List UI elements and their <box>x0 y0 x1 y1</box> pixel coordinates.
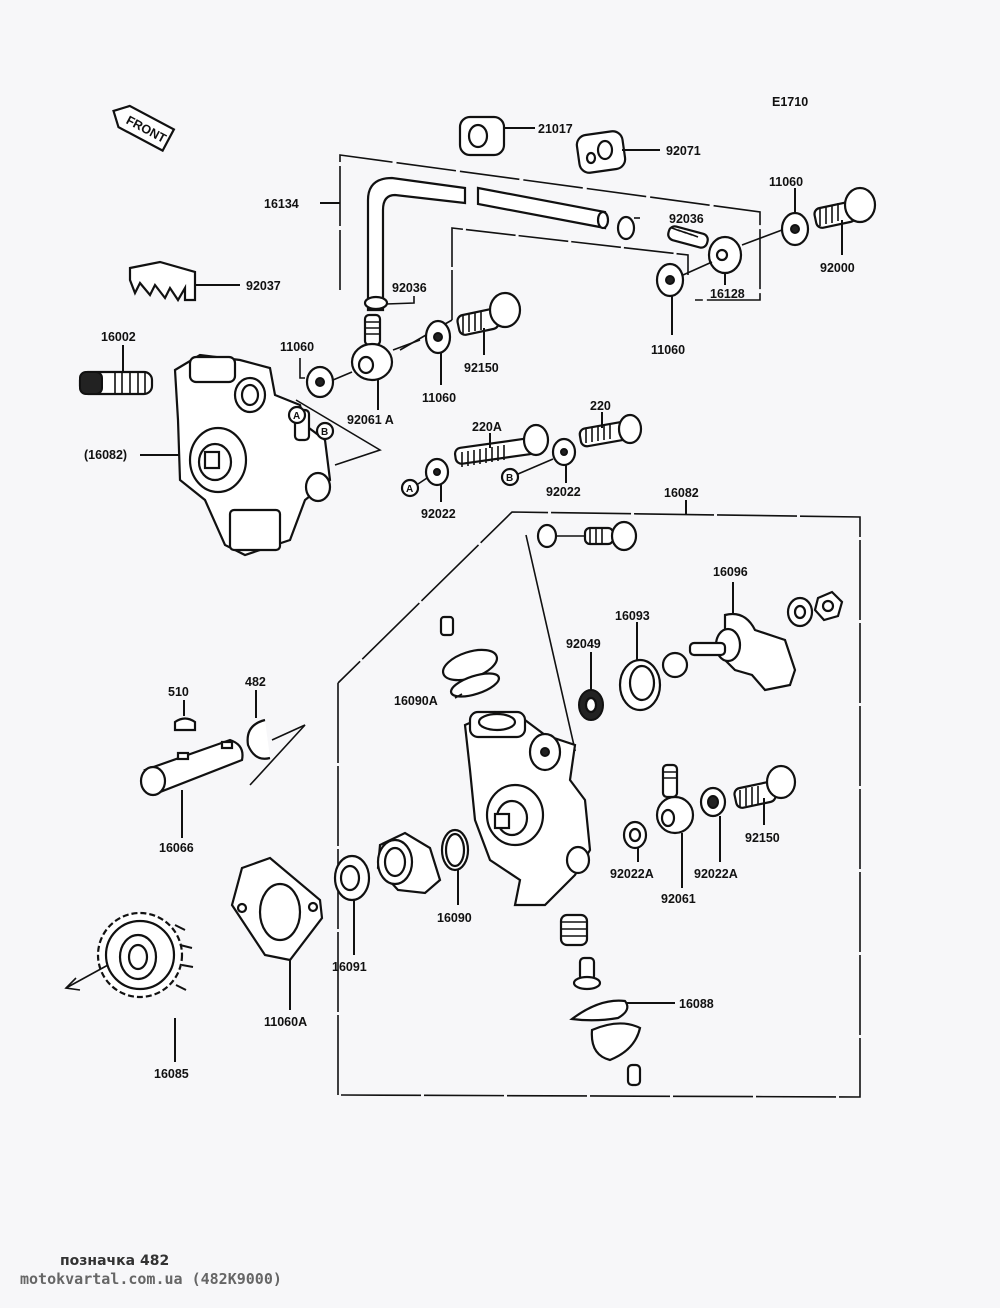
label-11060-top-right: 11060 <box>769 175 803 189</box>
part-92037[interactable]: 92037 <box>128 260 281 303</box>
label-92049: 92049 <box>566 637 601 651</box>
label-16066: 16066 <box>159 841 194 855</box>
label-16002: 16002 <box>101 330 136 344</box>
label-16093: 16093 <box>615 609 650 623</box>
label-92022A-right: 92022A <box>694 867 738 881</box>
label-220: 220 <box>590 399 611 413</box>
label-220A: 220A <box>472 420 502 434</box>
part-220[interactable]: 220 <box>578 399 643 448</box>
label-21017: 21017 <box>538 122 573 136</box>
label-16090A: 16090A <box>394 694 438 708</box>
label-482: 482 <box>245 675 266 689</box>
label-92022-b: 92022 <box>546 485 581 499</box>
part-16082-assembled-pump[interactable]: (16082) A B <box>84 353 382 557</box>
label-92071: 92071 <box>666 144 701 158</box>
ref-marker-a-pump: A <box>293 411 300 422</box>
part-92022A-right[interactable]: 92022A <box>694 786 738 881</box>
part-92061A[interactable]: 92061 A <box>347 313 421 427</box>
part-482[interactable]: 482 <box>245 675 306 786</box>
label-11060-left: 11060 <box>280 340 314 354</box>
label-16091: 16091 <box>332 960 367 974</box>
label-16088: 16088 <box>679 997 714 1011</box>
label-92036-right: 92036 <box>669 212 704 226</box>
footer: позначка 482 motokvartal.com.ua (482K900… <box>20 1252 282 1288</box>
label-16128: 16128 <box>710 287 745 301</box>
part-92071[interactable]: 92071 <box>575 130 701 174</box>
part-92049[interactable]: 92049 <box>566 637 604 721</box>
diagram-code: E1710 <box>772 95 808 109</box>
part-16088[interactable]: 16088 <box>569 997 714 1087</box>
label-16082: 16082 <box>664 486 699 500</box>
parts-diagram: E1710 FRONT 21017 92071 16134 920 <box>64 95 877 1098</box>
ref-marker-b: B <box>506 473 513 484</box>
part-11060-left[interactable]: 11060 <box>280 340 353 399</box>
label-16096: 16096 <box>713 565 748 579</box>
part-92036-clamp-right[interactable]: 92036 <box>616 212 704 241</box>
part-92036-clamp-left[interactable]: 92036 <box>363 281 427 311</box>
label-92150-top: 92150 <box>464 361 499 375</box>
label-92036-left: 92036 <box>392 281 427 295</box>
part-16090[interactable]: 16090 <box>437 828 472 925</box>
part-11060-top-right[interactable]: 11060 <box>741 175 810 247</box>
label-16134: 16134 <box>264 197 299 211</box>
part-220A[interactable]: 220A <box>453 420 550 467</box>
part-92061[interactable]: 92061 <box>655 763 696 906</box>
label-510: 510 <box>168 685 189 699</box>
part-spring-valve[interactable] <box>559 913 602 991</box>
part-11060A[interactable]: 11060A <box>230 856 324 1029</box>
part-92150-top[interactable]: 92150 <box>456 291 522 375</box>
part-16090A[interactable]: 16090A <box>394 615 502 708</box>
part-16096[interactable]: 16096 <box>661 565 797 692</box>
part-21017[interactable]: 21017 <box>458 115 573 157</box>
part-92022A-left[interactable]: 92022A <box>610 820 654 881</box>
ref-marker-b-pump: B <box>321 427 328 438</box>
label-92061: 92061 <box>661 892 696 906</box>
part-16085[interactable]: 16085 <box>64 911 194 1081</box>
footer-site-link[interactable]: motokvartal.com.ua (482K9000) <box>20 1270 282 1288</box>
part-11060-mid[interactable]: 11060 <box>422 319 456 405</box>
part-16066[interactable]: 16066 <box>139 738 244 855</box>
part-16093[interactable]: 16093 <box>615 609 662 712</box>
part-92150-bottom[interactable]: 92150 <box>733 764 797 845</box>
part-92000[interactable]: 92000 <box>813 186 877 275</box>
part-seal-housing[interactable] <box>376 831 442 895</box>
label-11060-mid-right: 11060 <box>651 343 685 357</box>
label-16082-assembled: (16082) <box>84 448 127 462</box>
label-92061A: 92061 A <box>347 413 394 427</box>
label-92022-a: 92022 <box>421 507 456 521</box>
part-92022-washer-a[interactable]: A 92022 <box>400 457 456 521</box>
part-11060-mid-right[interactable]: 11060 <box>651 261 713 357</box>
label-92037: 92037 <box>246 279 281 293</box>
part-92022-washer-b[interactable]: B 92022 <box>500 437 581 499</box>
part-16091[interactable]: 16091 <box>332 854 371 974</box>
part-washer-screw-top[interactable] <box>536 520 638 552</box>
part-16002[interactable]: 16002 <box>78 330 154 396</box>
footer-caption: позначка 482 <box>60 1253 170 1269</box>
ref-marker-a: A <box>406 484 413 495</box>
part-16128[interactable]: 16128 <box>667 225 745 301</box>
label-92150-bottom: 92150 <box>745 831 780 845</box>
part-510[interactable]: 510 <box>168 685 197 732</box>
label-92000: 92000 <box>820 261 855 275</box>
front-arrow-icon: FRONT <box>112 104 176 153</box>
part-washer-nut-16096[interactable] <box>786 590 844 628</box>
label-11060-mid: 11060 <box>422 391 456 405</box>
label-92022A-left: 92022A <box>610 867 654 881</box>
label-16085: 16085 <box>154 1067 189 1081</box>
label-16090: 16090 <box>437 911 472 925</box>
part-pump-body[interactable] <box>463 710 592 907</box>
label-11060A: 11060A <box>264 1015 307 1029</box>
